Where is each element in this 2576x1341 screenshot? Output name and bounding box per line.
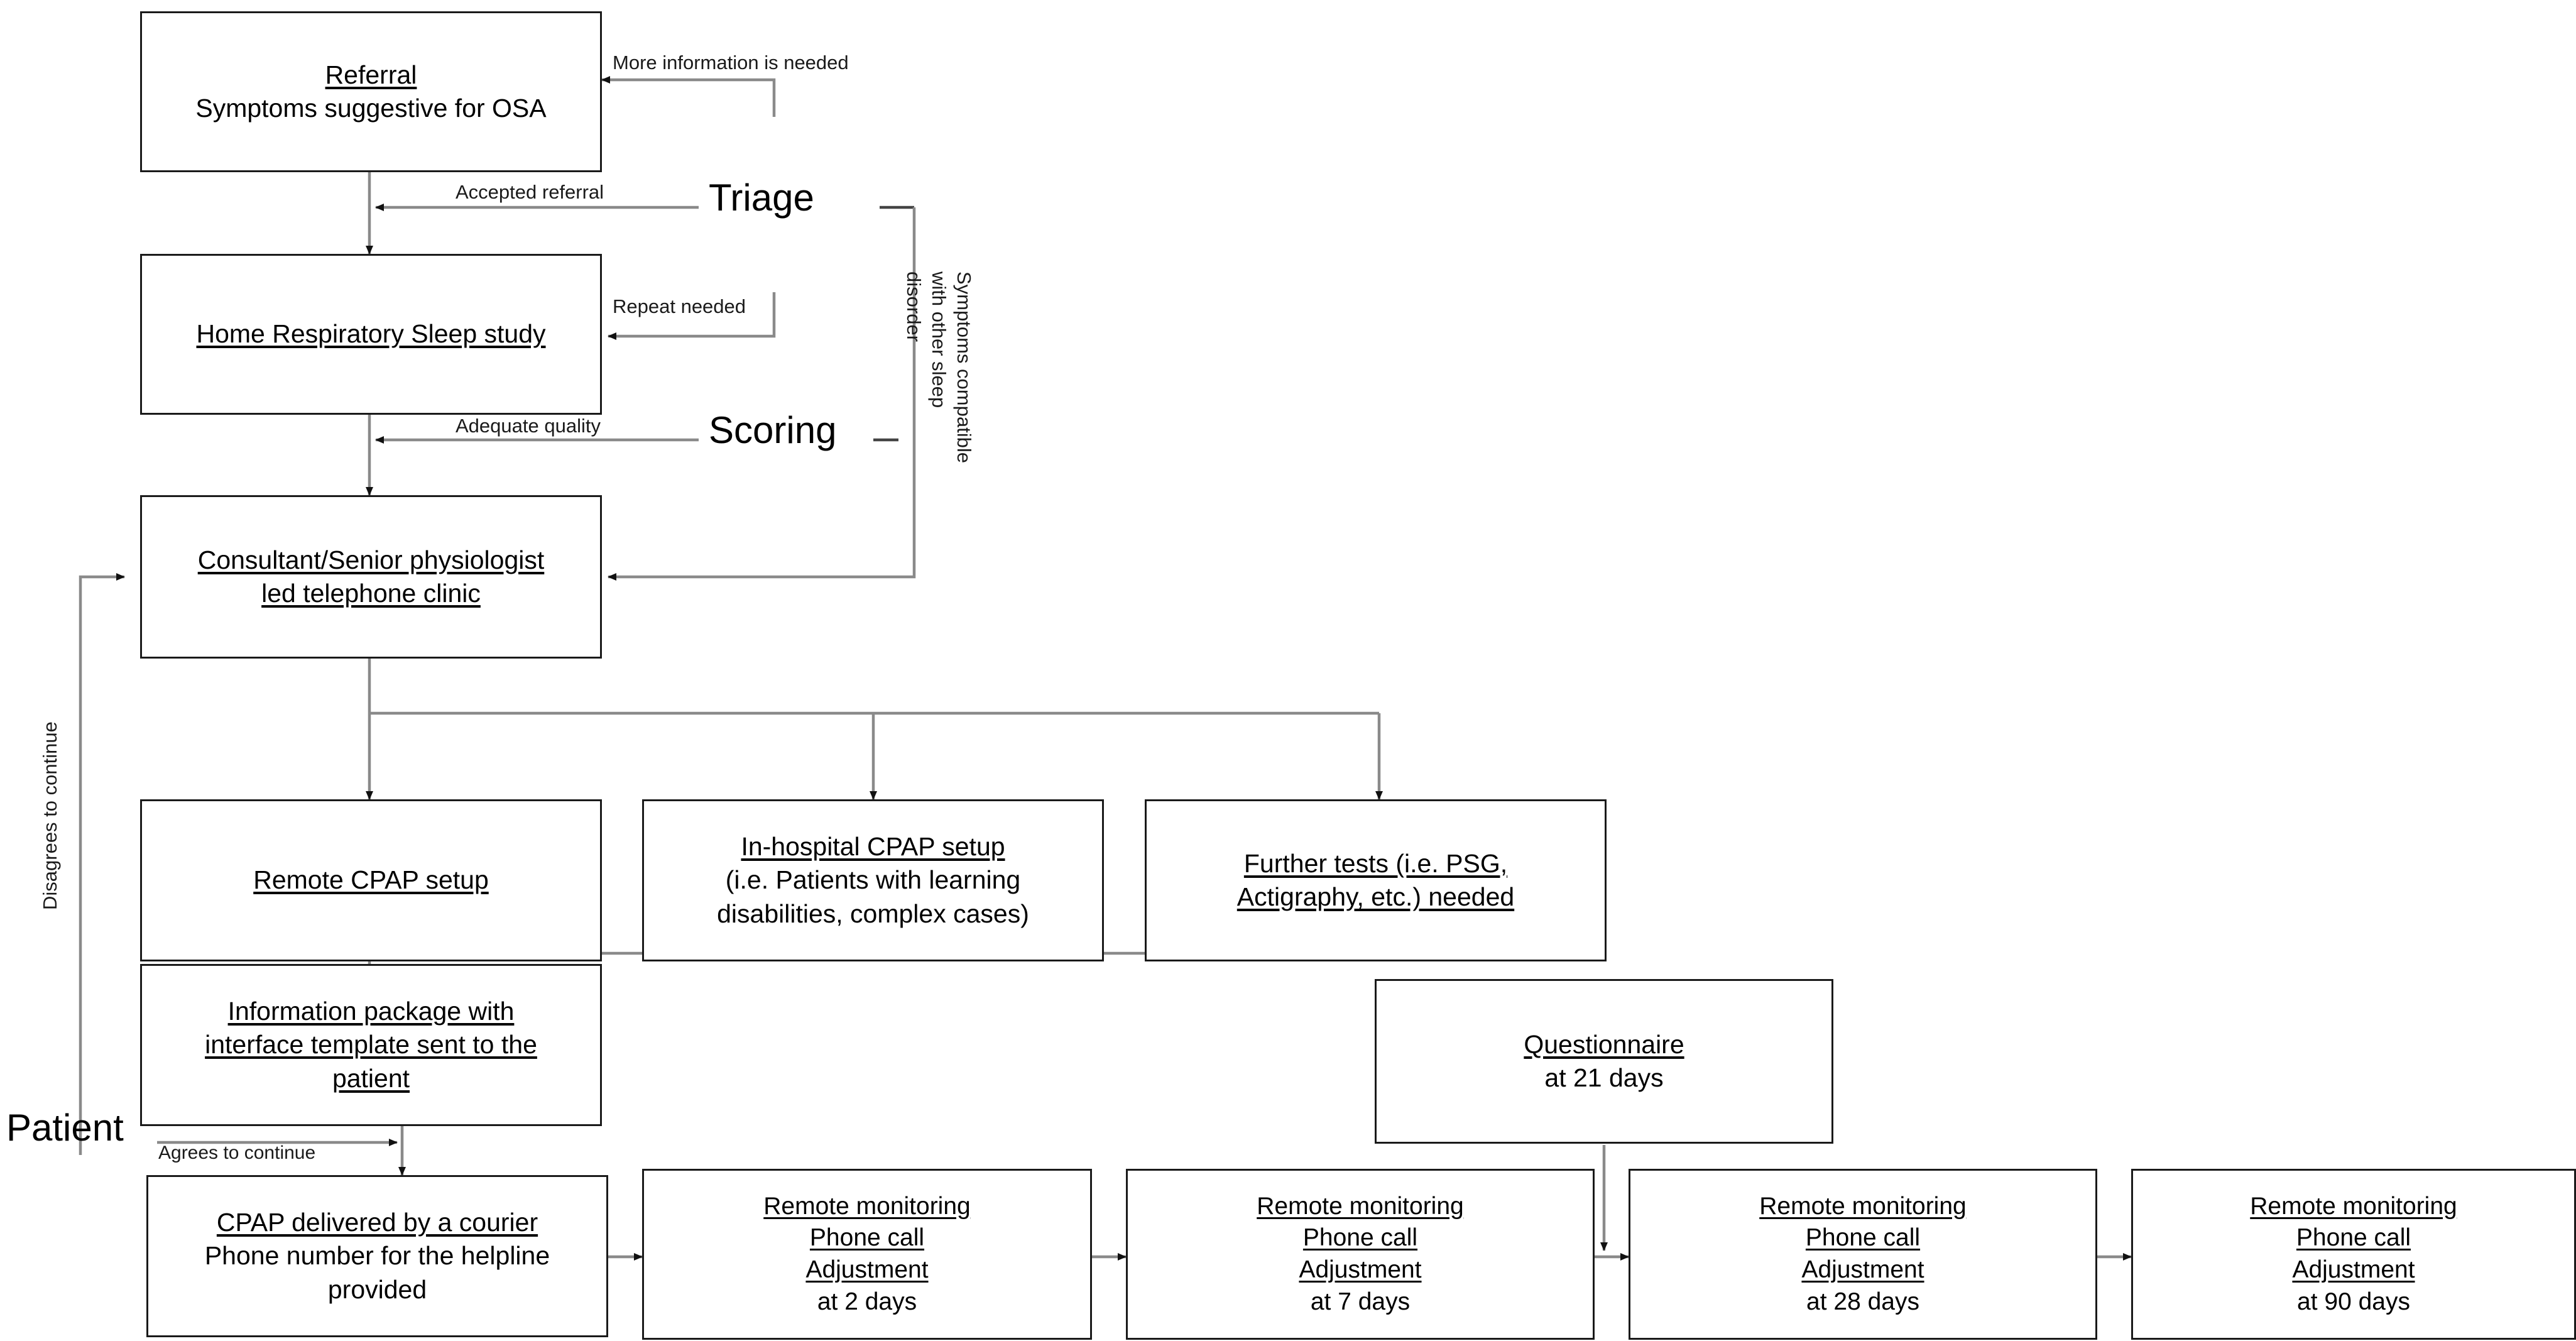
node-cpap-delivered-line-0: CPAP delivered by a courier [216,1208,538,1237]
node-rm28-line-1: Phone call [1805,1224,1921,1252]
node-rm90-line-1: Phone call [2296,1224,2411,1252]
edge-label-accepted-referral: Accepted referral [456,181,604,203]
node-remote-monitoring-2-days[interactable]: Remote monitoring Phone call Adjustment … [642,1169,1092,1340]
edge-label-repeat-needed: Repeat needed [613,295,746,317]
node-telephone-clinic-line-0: Consultant/Senior physiologist [197,545,545,574]
node-information-package-line-1: interface template sent to the [205,1030,537,1059]
node-information-package-line-0: Information package with [227,997,515,1026]
wire-more-information-needed [601,76,776,117]
stage-label-patient: Patient [6,1107,124,1149]
node-rm90-line-2: Adjustment [2292,1256,2415,1283]
wire-symptoms-other-sleep-disorder [608,207,916,581]
node-in-hospital-cpap-setup-line-1: (i.e. Patients with learning [725,865,1021,895]
node-remote-monitoring-7-days[interactable]: Remote monitoring Phone call Adjustment … [1126,1169,1595,1340]
node-questionnaire-21-days[interactable]: Questionnaire at 21 days [1375,979,1833,1144]
stage-label-triage: Triage [709,177,814,219]
node-in-hospital-cpap-setup-line-0: In-hospital CPAP setup [741,832,1005,862]
node-home-sleep-study-line-0: Home Respiratory Sleep study [196,319,546,349]
node-rm7-line-0: Remote monitoring [1257,1192,1464,1220]
node-referral-line-1: Symptoms suggestive for OSA [195,94,547,123]
node-cpap-delivered-line-2: provided [327,1274,427,1304]
edge-label-symptoms-other-disorder-line-3: disorder [903,271,925,342]
node-further-tests-line-0: Further tests (i.e. PSG, [1243,848,1508,878]
node-rm28-line-2: Adjustment [1801,1256,1924,1283]
node-telephone-clinic[interactable]: Consultant/Senior physiologist led telep… [140,495,602,659]
node-further-tests-line-1: Actigraphy, etc.) needed [1236,882,1515,911]
edge-label-symptoms-other-disorder-line-2: with other sleep [928,271,950,408]
edge-label-more-information-needed: More information is needed [613,52,849,74]
node-questionnaire-line-1: at 21 days [1544,1063,1664,1092]
node-rm2-line-1: Phone call [809,1224,925,1252]
node-remote-cpap-setup-line-0: Remote CPAP setup [253,865,489,895]
node-rm2-line-3: at 2 days [817,1288,917,1315]
node-rm90-line-0: Remote monitoring [2250,1192,2457,1220]
node-cpap-delivered-line-1: Phone number for the helpline [204,1241,550,1271]
node-information-package-line-2: patient [332,1063,410,1093]
node-home-sleep-study[interactable]: Home Respiratory Sleep study [140,254,602,415]
node-questionnaire-line-0: Questionnaire [1524,1029,1684,1059]
edge-label-symptoms-other-disorder-line-1: Symptoms compatible [953,271,975,463]
node-in-hospital-cpap-setup-line-2: disabilities, complex cases) [717,899,1029,928]
node-rm7-line-3: at 7 days [1310,1288,1411,1315]
node-rm7-line-2: Adjustment [1299,1256,1422,1283]
node-in-hospital-cpap-setup[interactable]: In-hospital CPAP setup (i.e. Patients wi… [642,799,1104,961]
node-rm28-line-3: at 28 days [1806,1288,1919,1315]
node-rm90-line-3: at 90 days [2297,1288,2410,1315]
node-rm7-line-1: Phone call [1302,1224,1418,1252]
node-rm28-line-0: Remote monitoring [1759,1192,1967,1220]
node-referral-line-0: Referral [325,60,417,89]
stage-label-scoring: Scoring [709,409,837,451]
node-cpap-delivered[interactable]: CPAP delivered by a courier Phone number… [146,1175,608,1337]
edge-label-adequate-quality: Adequate quality [456,415,601,437]
node-remote-monitoring-90-days[interactable]: Remote monitoring Phone call Adjustment … [2131,1169,2576,1340]
node-information-package[interactable]: Information package with interface templ… [140,964,602,1126]
node-rm2-line-0: Remote monitoring [763,1192,971,1220]
node-remote-monitoring-28-days[interactable]: Remote monitoring Phone call Adjustment … [1629,1169,2097,1340]
node-telephone-clinic-line-1: led telephone clinic [261,579,481,608]
node-rm2-line-2: Adjustment [805,1256,929,1283]
edge-label-agrees-to-continue: Agrees to continue [158,1142,316,1163]
node-referral[interactable]: Referral Symptoms suggestive for OSA [140,11,602,172]
edge-label-disagrees-to-continue: Disagrees to continue [39,721,61,910]
node-remote-cpap-setup[interactable]: Remote CPAP setup [140,799,602,961]
node-further-tests[interactable]: Further tests (i.e. PSG, Actigraphy, etc… [1145,799,1607,961]
wire-disagrees-to-continue [79,573,125,1155]
